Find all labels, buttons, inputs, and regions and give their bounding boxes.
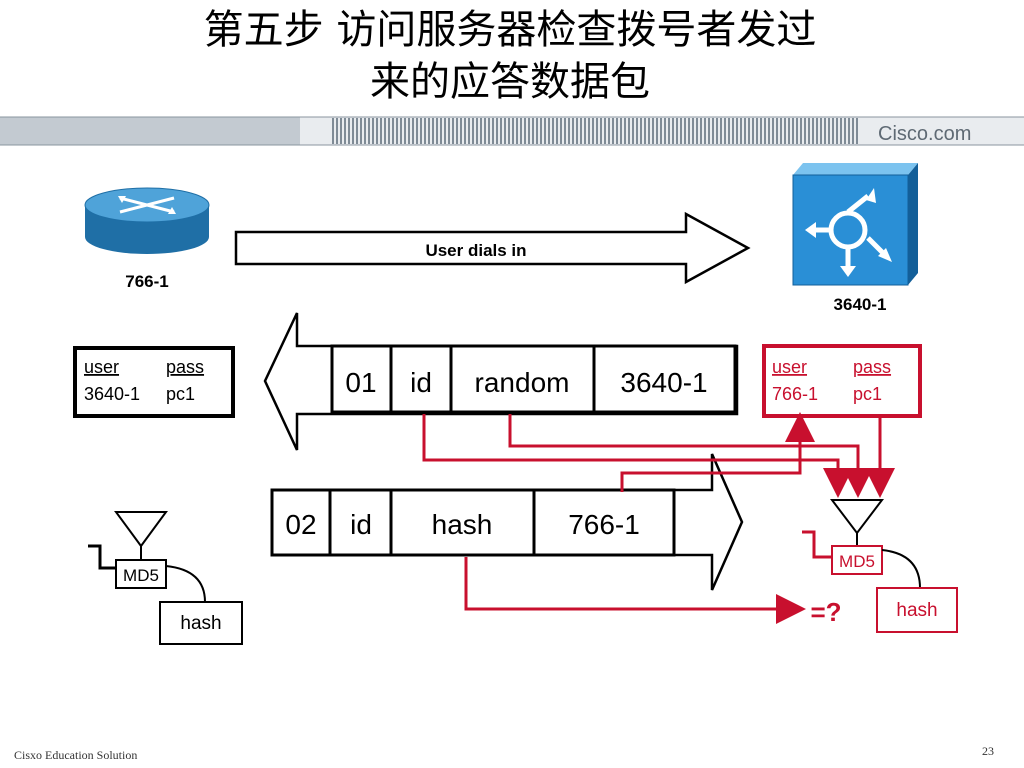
page-number: 23 [982, 744, 994, 758]
response-code: 02 [285, 509, 316, 540]
header-band: Cisco.com [0, 116, 1024, 146]
right-pass-value: pc1 [853, 384, 882, 404]
server-label: 3640-1 [834, 295, 887, 314]
left-user-header: user [84, 357, 119, 377]
response-hash: hash [432, 509, 493, 540]
router-icon [84, 187, 210, 254]
right-credentials-table: user pass 766-1 pc1 [762, 344, 922, 418]
cisco-brand: Cisco.com [878, 123, 971, 145]
left-md5-output: hash [180, 613, 221, 634]
left-pass-value: pc1 [166, 384, 195, 404]
challenge-name: 3640-1 [620, 367, 707, 398]
dial-in-arrow: User dials in [234, 211, 751, 285]
challenge-id: id [410, 367, 432, 398]
response-name: 766-1 [568, 509, 640, 540]
access-server-icon [792, 163, 918, 286]
left-pass-header: pass [166, 357, 204, 377]
right-md5-label: MD5 [839, 552, 875, 571]
slide-title: 第五步 访问服务器检查拨号者发过 来的应答数据包 [60, 4, 960, 108]
challenge-packet: 01 id random 3640-1 [330, 344, 737, 414]
response-packet: 02 id hash 766-1 [270, 488, 676, 557]
router-label: 766-1 [125, 272, 168, 291]
left-md5-label: MD5 [123, 566, 159, 585]
challenge-code: 01 [345, 367, 376, 398]
left-credentials-table: user pass 3640-1 pc1 [73, 346, 235, 418]
footer-text: Cisxo Education Solution [14, 748, 138, 762]
title-line-1: 第五步 访问服务器检查拨号者发过 [203, 7, 817, 53]
dial-in-label: User dials in [425, 241, 526, 260]
left-user-value: 3640-1 [84, 384, 140, 404]
right-user-value: 766-1 [772, 384, 818, 404]
right-pass-header: pass [853, 357, 891, 377]
response-id: id [350, 509, 372, 540]
compare-label: =? [810, 597, 841, 627]
right-md5-output: hash [896, 600, 937, 621]
challenge-random: random [475, 367, 570, 398]
title-line-2: 来的应答数据包 [370, 59, 650, 105]
left-md5-block: MD5 hash [88, 511, 243, 645]
right-user-header: user [772, 357, 807, 377]
right-md5-block: MD5 hash [802, 499, 958, 633]
red-connectors [422, 412, 895, 624]
